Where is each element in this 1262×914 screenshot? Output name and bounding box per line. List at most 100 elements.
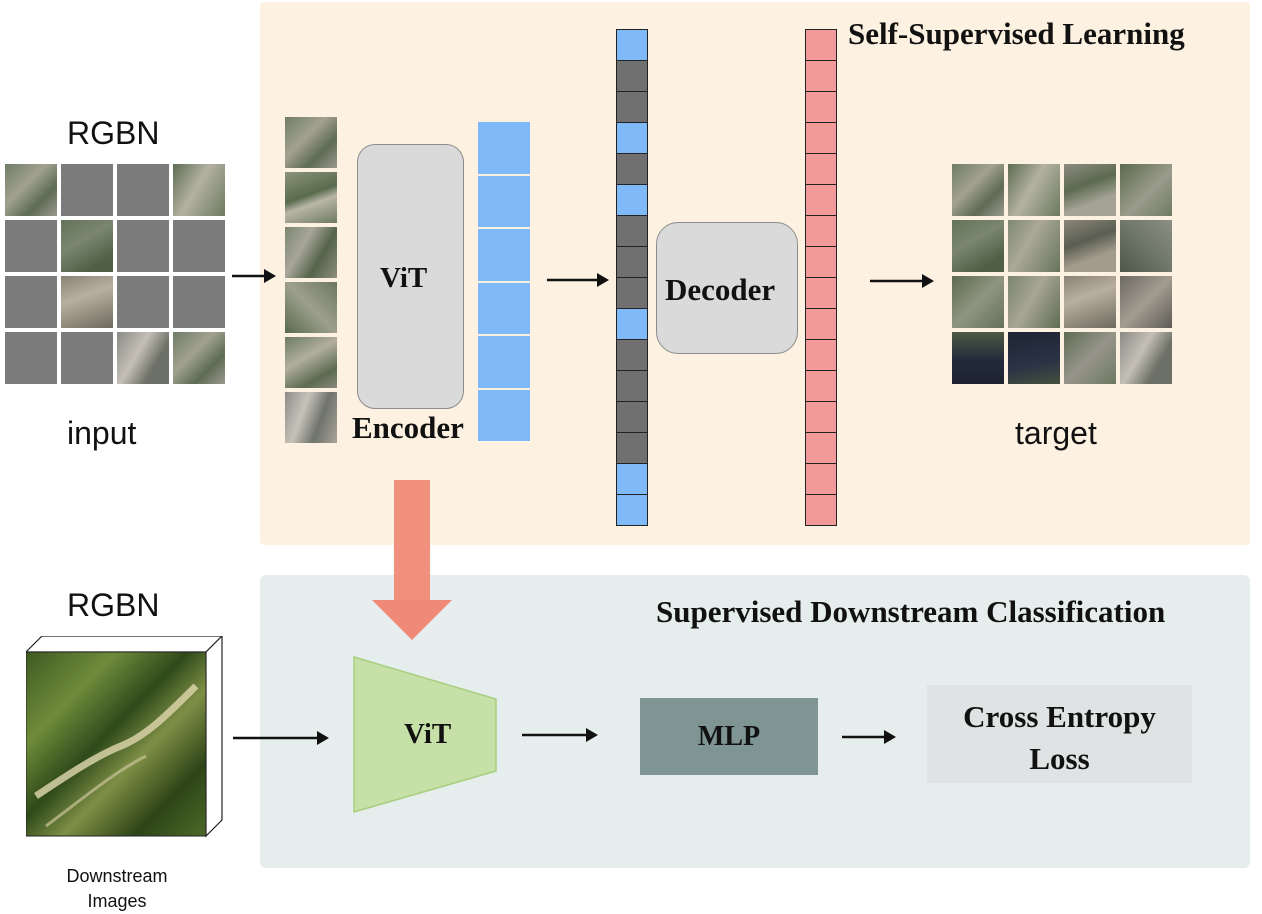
- mlp-label: MLP: [697, 721, 761, 752]
- target-patch-grid: [952, 164, 1172, 384]
- masked-patch: [5, 276, 57, 328]
- target-patch: [1120, 276, 1172, 328]
- reconstructed-token: [806, 154, 836, 185]
- target-patch: [952, 332, 1004, 384]
- arrow-decoder-to-target: [870, 274, 934, 288]
- mask-token: [617, 247, 647, 278]
- masked-patch: [117, 164, 169, 216]
- target-patch: [1120, 220, 1172, 272]
- reconstructed-token: [806, 464, 836, 495]
- encoded-token: [617, 309, 647, 340]
- mask-token: [617, 154, 647, 185]
- reconstructed-token-sequence: [805, 29, 837, 526]
- reconstructed-token: [806, 247, 836, 278]
- visible-patch: [173, 332, 225, 384]
- cross-entropy-loss-block: [927, 685, 1192, 783]
- mask-token: [617, 340, 647, 371]
- target-patch: [1064, 332, 1116, 384]
- target-patch: [952, 164, 1004, 216]
- masked-patch: [117, 276, 169, 328]
- decoder-label: Decoder: [665, 272, 776, 307]
- reconstructed-token: [806, 216, 836, 247]
- input-label: input: [67, 415, 137, 451]
- loss-label: Cross Entropy Loss: [927, 696, 1192, 780]
- reconstructed-token: [806, 371, 836, 402]
- mask-token: [617, 61, 647, 92]
- masked-patch: [5, 332, 57, 384]
- encoded-token: [617, 185, 647, 216]
- decoder-block: [656, 222, 798, 354]
- target-patch: [1008, 164, 1060, 216]
- vit-encoder-block: [357, 144, 464, 409]
- encoded-token: [478, 122, 530, 174]
- target-patch: [1064, 220, 1116, 272]
- reconstructed-token: [806, 30, 836, 61]
- target-label: target: [1015, 415, 1097, 451]
- weight-transfer-arrow: [372, 480, 452, 640]
- mask-token: [617, 92, 647, 123]
- encoded-token: [617, 495, 647, 525]
- visible-patch: [285, 392, 337, 443]
- visible-patch: [117, 332, 169, 384]
- arrow-input-to-patches: [232, 269, 276, 283]
- arrow-vit-to-mlp: [522, 728, 598, 742]
- visible-patch: [173, 164, 225, 216]
- masked-patch: [173, 276, 225, 328]
- target-patch: [952, 220, 1004, 272]
- encoded-token: [478, 175, 530, 227]
- downstream-image-cube: [26, 636, 223, 838]
- reconstructed-token: [806, 495, 836, 525]
- mask-token: [617, 371, 647, 402]
- encoded-token: [478, 389, 530, 441]
- target-patch: [1064, 276, 1116, 328]
- mask-token: [617, 216, 647, 247]
- rgbn-label-bottom: RGBN: [67, 587, 160, 623]
- visible-patch: [61, 220, 113, 272]
- target-patch: [1120, 332, 1172, 384]
- reconstructed-token: [806, 433, 836, 464]
- reconstructed-token: [806, 278, 836, 309]
- reconstructed-token: [806, 92, 836, 123]
- masked-patch: [61, 164, 113, 216]
- loss-label-line1: Cross Entropy: [963, 699, 1156, 734]
- encoder-label: Encoder: [352, 410, 464, 445]
- target-patch: [952, 276, 1004, 328]
- reconstructed-token: [806, 123, 836, 154]
- visible-patch: [5, 164, 57, 216]
- encoded-token: [617, 464, 647, 495]
- encoded-tokens-column: [478, 122, 530, 441]
- visible-patch: [285, 227, 337, 278]
- vit-encoder-label: ViT: [380, 262, 428, 294]
- full-token-sequence: [616, 29, 648, 526]
- visible-patch: [285, 117, 337, 168]
- encoded-token: [478, 282, 530, 334]
- mask-token: [617, 433, 647, 464]
- mlp-block: [640, 698, 818, 775]
- encoded-token: [617, 30, 647, 61]
- downstream-images-label: Downstream Images: [42, 864, 192, 914]
- downstream-label-line2: Images: [87, 891, 147, 911]
- masked-patch: [117, 220, 169, 272]
- reconstructed-token: [806, 402, 836, 433]
- reconstructed-token: [806, 185, 836, 216]
- reconstructed-token: [806, 309, 836, 340]
- reconstructed-token: [806, 61, 836, 92]
- ssl-title: Self-Supervised Learning: [848, 16, 1185, 51]
- downstream-label-line1: Downstream: [66, 866, 168, 886]
- encoded-token: [617, 123, 647, 154]
- visible-patch: [285, 172, 337, 223]
- masked-patch: [61, 332, 113, 384]
- reconstructed-token: [806, 340, 836, 371]
- vit-downstream-block: [353, 655, 497, 813]
- mask-token: [617, 278, 647, 309]
- rgbn-label-top: RGBN: [67, 115, 160, 151]
- loss-label-line2: Loss: [1029, 741, 1090, 776]
- encoded-token: [478, 336, 530, 388]
- visible-patch: [285, 337, 337, 388]
- arrow-encoder-to-sequence: [547, 273, 609, 287]
- input-patch-grid: [5, 164, 225, 384]
- masked-patch: [5, 220, 57, 272]
- visible-patch: [61, 276, 113, 328]
- target-patch: [1008, 332, 1060, 384]
- mask-token: [617, 402, 647, 433]
